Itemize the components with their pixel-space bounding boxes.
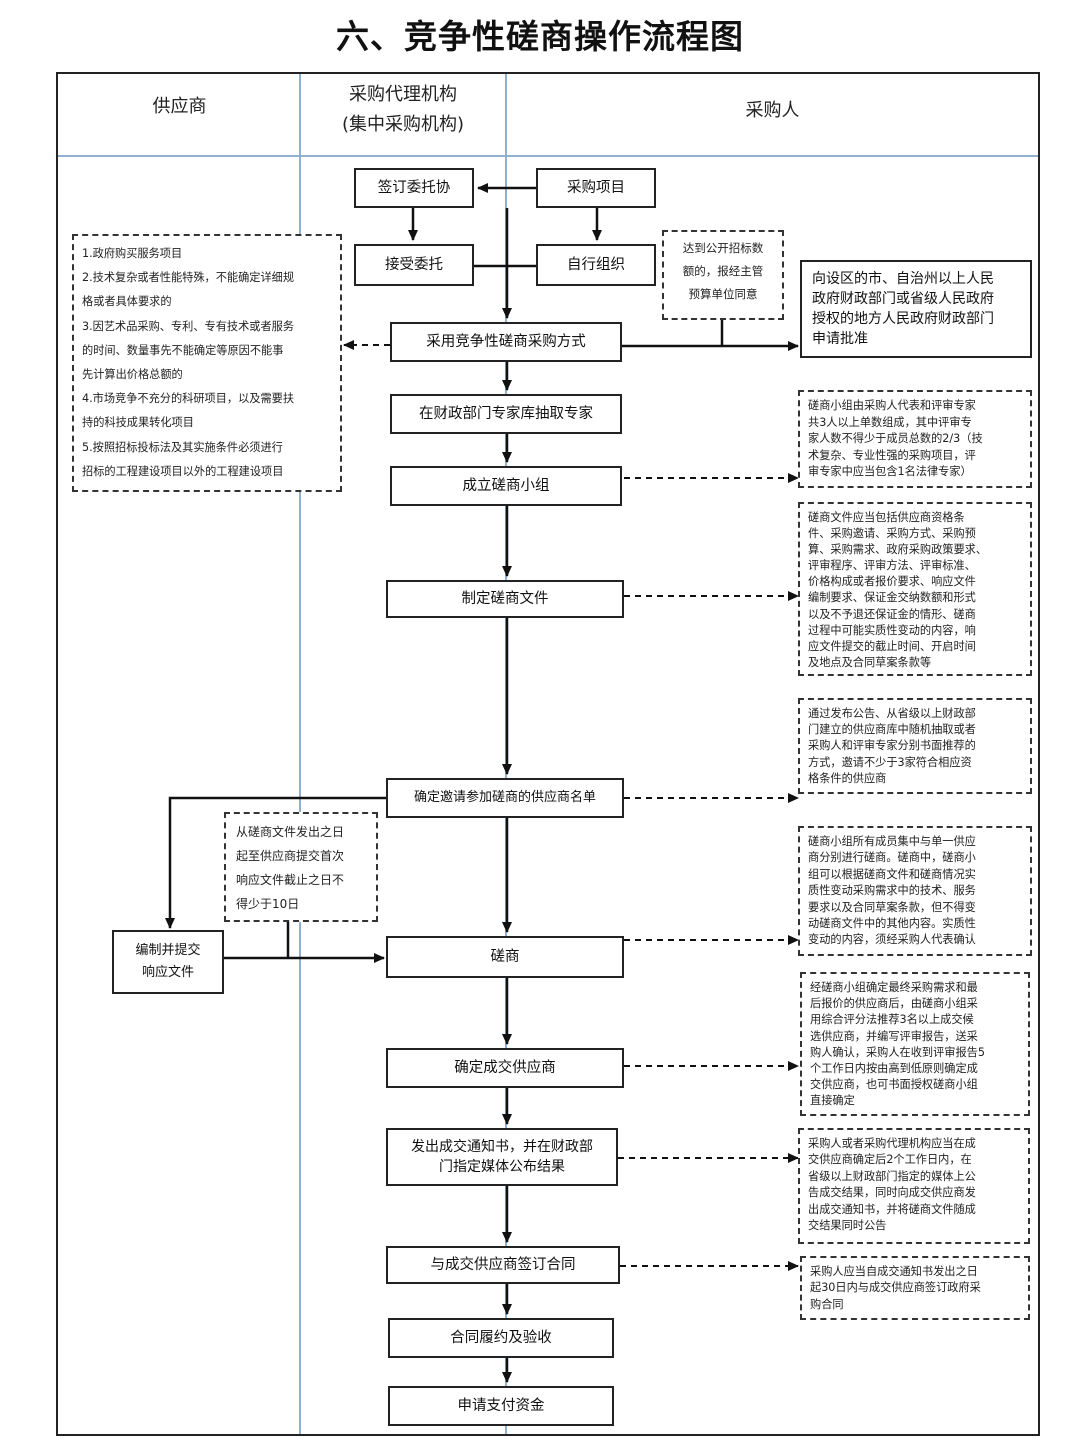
note-line: 后报价的供应商后，由磋商小组采 [810,997,978,1011]
note-group-composition: 磋商小组由采购人代表和评审专家 共3人以上单数组成，其中评审专 家人数不得少于成… [798,390,1032,488]
note-line: 2.技术复杂或者性能特殊，不能确定详细规 [82,271,295,285]
header-divider [58,155,1038,157]
note-line: 应文件提交的截止时间、开启时间 [808,639,976,653]
note-applicable-cases: 1.政府购买服务项目 2.技术复杂或者性能特殊，不能确定详细规 格或者具体要求的… [72,234,342,492]
note-line: 达到公开招标数 [682,241,764,255]
note-line: 采购人或者采购代理机构应当在成 [808,1137,976,1150]
note-line: 采购人和评审专家分别书面推荐的 [808,739,976,753]
note-line: 格或者具体要求的 [82,295,172,309]
note-line: 术复杂、专业性强的采购项目，评 [808,448,976,462]
node-purchase-project: 采购项目 [536,168,656,208]
note-line: 家人数不得少于成员总数的2/3（技 [808,432,983,446]
lane-header-supplier: 供应商 [152,96,207,117]
note-line: 5.按照招标投标法及其实施条件必须进行 [82,440,283,454]
node-draw-experts: 在财政部门专家库抽取专家 [390,394,622,434]
note-line: 件、采购邀请、采购方式、采购预 [808,527,976,541]
note-line: 格条件的供应商 [808,771,887,785]
note-contract-rule: 采购人应当自成交通知书发出之日 起30日内与成交供应商签订政府采 购合同 [800,1256,1030,1320]
note-line: 门建立的供应商库中随机抽取或者 [808,723,976,737]
page-title: 六、竞争性磋商操作流程图 [336,17,744,56]
note-line: 算、采购需求、政府采购政策要求、 [808,543,988,557]
note-supplier-sources: 通过发布公告、从省级以上财政部 门建立的供应商库中随机抽取或者 采购人和评审专家… [798,698,1032,794]
note-line: 及地点及合同草案条款等 [808,655,932,669]
note-line: 动磋商文件中的其他内容。实质性 [808,917,976,931]
note-line: 共3人以上单数组成，其中评审专 [808,415,972,429]
note-negotiation-process: 磋商小组所有成员集中与单一供应 商分别进行磋商。磋商中，磋商小 组可以根据磋商文… [798,826,1032,956]
note-line: 审专家中应当包含1名法律专家） [808,465,972,479]
note-line: 4.市场竞争不充分的科研项目，以及需要扶 [82,392,295,406]
node-self-organize: 自行组织 [536,244,656,286]
note-line: 要求以及合同草案条款，但不得变 [808,900,976,914]
note-line: 质性变动采购需求中的技术、服务 [808,884,976,898]
note-line: 交结果同时公告 [808,1219,887,1233]
note-line: 招标的工程建设项目以外的工程建设项目 [82,464,284,478]
lane-header-purchaser: 采购人 [745,100,800,121]
node-apply-approval: 向设区的市、自治州以上人民 政府财政部门或省级人民政府 授权的地方人民政府财政部… [800,260,1032,358]
note-line: 磋商小组所有成员集中与单一供应 [808,835,976,848]
note-line: 购人确认，采购人在收到评审报告5 [810,1045,985,1059]
note-winner-rule: 经磋商小组确定最终采购需求和最 后报价的供应商后，由磋商小组采 用综合评分法推荐… [800,972,1030,1116]
note-ten-days: 从磋商文件发出之日 起至供应商提交首次 响应文件截止之日不 得少于10日 [224,812,378,922]
note-line: 通过发布公告、从省级以上财政部 [808,707,976,720]
node-prepare-submit: 编制并提交 响应文件 [112,930,224,994]
note-line: 出成交通知书，并将磋商文件随成 [808,1202,976,1216]
note-line: 起至供应商提交首次 [236,849,345,863]
note-line: 交供应商确定后2个工作日内，在 [808,1153,972,1167]
note-line: 先计算出价格总额的 [82,368,183,382]
note-line: 以及不予退还保证金的情形、磋商 [808,607,976,621]
note-doc-contents: 磋商文件应当包括供应商资格条 件、采购邀请、采购方式、采购预 算、采购需求、政府… [798,502,1032,676]
note-line: 磋商文件应当包括供应商资格条 [808,511,965,524]
lane-divider [299,74,301,1434]
note-line: 的时间、数量事先不能确定等原因不能事 [82,343,284,357]
note-line: 持的科技成果转化项目 [82,416,194,430]
note-line: 价格构成或者报价要求、响应文件 [808,575,976,589]
note-line: 变动的内容，须经采购人代表确认 [808,933,976,947]
note-line: 组可以根据磋商文件和磋商情况实 [808,867,976,881]
note-line: 直接确定 [810,1094,855,1108]
node-sign-commission: 签订委托协 [354,168,474,208]
node-accept-commission: 接受委托 [354,244,474,286]
note-line: 采购人应当自成交通知书发出之日 [810,1265,978,1278]
note-line: 方式，邀请不少于3家符合相应资 [808,755,972,769]
note-line: 告成交结果，同时向成交供应商发 [808,1186,976,1200]
note-line: 额的，报经主管 [682,264,764,278]
node-apply-payment: 申请支付资金 [388,1386,614,1426]
node-issue-notice: 发出成交通知书，并在财政部 门指定媒体公布结果 [386,1128,618,1186]
note-line: 评审程序、评审方法、评审标准、 [808,559,976,573]
note-line: 个工作日内按由高到低原则确定成 [810,1062,978,1076]
note-line: 响应文件截止之日不 [236,873,345,887]
note-line: 商分别进行磋商。磋商中，磋商小 [808,851,976,865]
note-line: 交供应商，也可书面授权磋商小组 [810,1078,978,1092]
note-line: 磋商小组由采购人代表和评审专家 [808,399,976,412]
note-line: 过程中可能实质性变动的内容，响 [808,623,976,637]
note-line: 编制要求、保证金交纳数额和形式 [808,591,976,605]
node-perform-accept: 合同履约及验收 [388,1318,614,1358]
node-adopt-method: 采用竞争性磋商采购方式 [390,322,622,362]
note-line: 预算单位同意 [688,287,758,301]
node-determine-winner: 确定成交供应商 [386,1048,624,1088]
node-negotiate: 磋商 [386,936,624,978]
note-line: 1.政府购买服务项目 [82,247,183,260]
note-line: 用综合评分法推荐3名以上成交候 [810,1013,974,1027]
note-line: 选供应商，并编写评审报告，送采 [810,1029,978,1043]
note-announce-rule: 采购人或者采购代理机构应当在成 交供应商确定后2个工作日内，在 省级以上财政部门… [798,1128,1030,1244]
node-determine-list: 确定邀请参加磋商的供应商名单 [386,778,624,818]
lane-header-agency: 采购代理机构 (集中采购机构) [341,84,465,135]
note-line: 得少于10日 [236,897,300,911]
lane-divider [505,74,507,1434]
note-threshold: 达到公开招标数 额的，报经主管 预算单位同意 [662,230,784,320]
node-draft-docs: 制定磋商文件 [386,580,624,618]
node-form-group: 成立磋商小组 [390,466,622,506]
node-sign-contract: 与成交供应商签订合同 [386,1246,620,1284]
note-line: 3.因艺术品采购、专利、专有技术或者服务 [82,319,295,333]
note-line: 起30日内与成交供应商签订政府采 [810,1281,981,1295]
note-line: 购合同 [810,1297,844,1311]
note-line: 经磋商小组确定最终采购需求和最 [810,981,978,994]
diagram-frame [56,72,1040,1436]
note-line: 省级以上财政部门指定的媒体上公 [808,1169,976,1183]
note-line: 从磋商文件发出之日 [236,825,345,839]
